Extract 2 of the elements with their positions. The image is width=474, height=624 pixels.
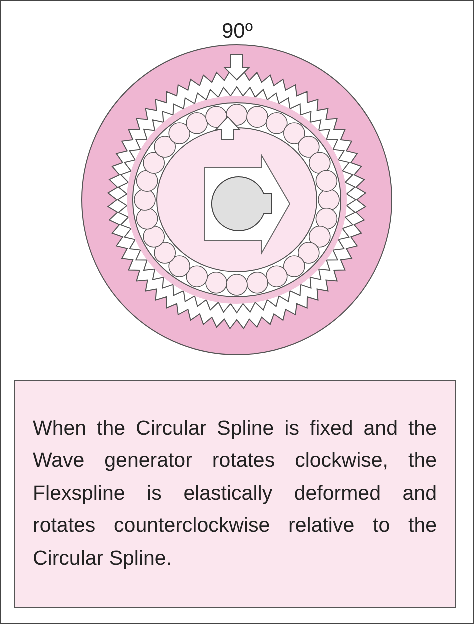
description-text: When the Circular Spline is fixed and the Wave generator rotates clockwise, the Flexspline is elastically deformed and rotates counterclockwise relative to the Circular Spline. <box>14 380 456 608</box>
angle-label: 90º <box>222 20 254 44</box>
